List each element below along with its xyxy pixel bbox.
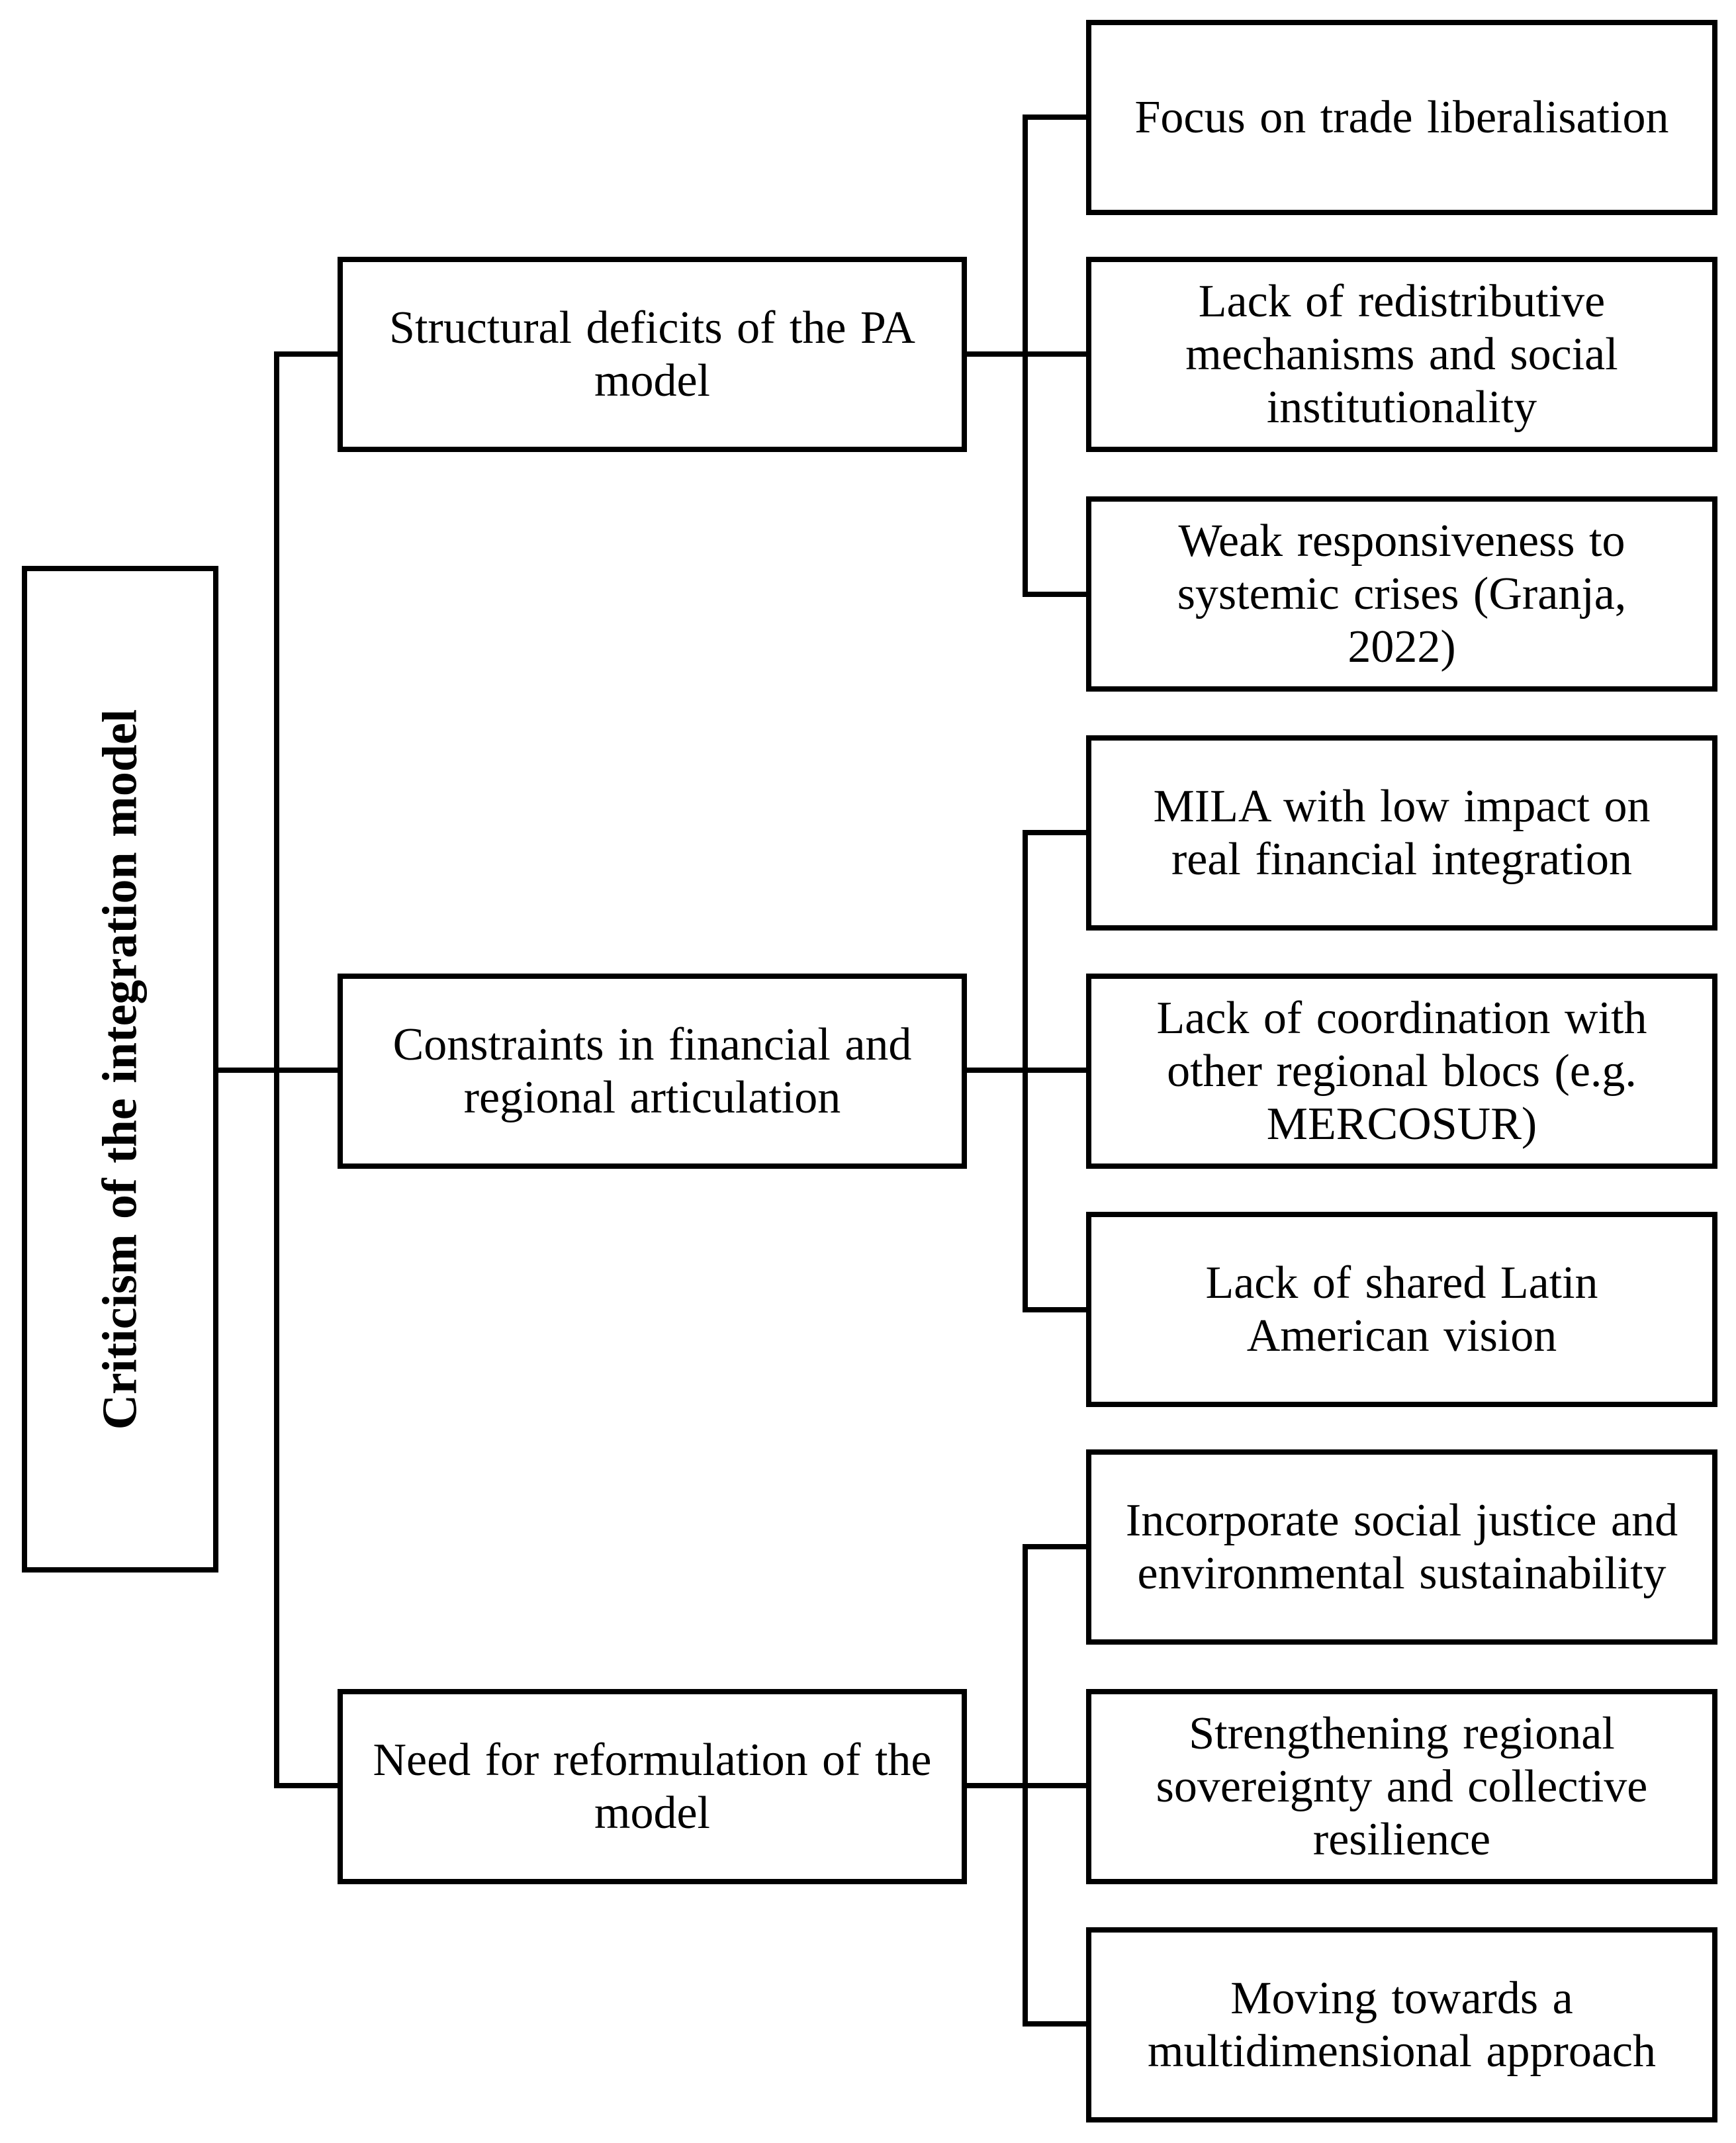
leaf-1-2-connector bbox=[1023, 351, 1089, 357]
leaf-node-redistributive-mechanisms: Lack of redistributive mechanisms and so… bbox=[1086, 257, 1717, 452]
leaf-node-social-justice: Incorporate social justice and environme… bbox=[1086, 1449, 1717, 1645]
leaf-3-3-connector bbox=[1023, 2021, 1089, 2027]
branch-label: Structural deficits of the PA model bbox=[389, 302, 915, 406]
leaf-label: Lack of redistributive mechanisms and so… bbox=[1185, 275, 1618, 433]
leaf-label: Focus on trade liberalisation bbox=[1134, 91, 1669, 143]
leaf-node-trade-liberalisation: Focus on trade liberalisation bbox=[1086, 20, 1717, 215]
leaf-3-1-connector bbox=[1023, 1544, 1089, 1549]
leaf-label: Strengthening regional sovereignty and c… bbox=[1156, 1708, 1648, 1865]
leaf-node-regional-sovereignty: Strengthening regional sovereignty and c… bbox=[1086, 1689, 1717, 1884]
branch-node-structural-deficits: Structural deficits of the PA model bbox=[338, 257, 967, 452]
branch-node-constraints: Constraints in financial and regional ar… bbox=[338, 974, 967, 1169]
root-label: Criticism of the integration model bbox=[93, 709, 148, 1430]
leaf-label: MILA with low impact on real financial i… bbox=[1153, 780, 1651, 885]
leaf-node-mila: MILA with low impact on real financial i… bbox=[1086, 735, 1717, 931]
branch-2-out bbox=[964, 1068, 1028, 1073]
leaf-2-1-connector bbox=[1023, 830, 1089, 835]
branch-1-out bbox=[964, 351, 1028, 357]
leaf-label: Lack of coordination with other regional… bbox=[1156, 992, 1647, 1150]
branch-3-connector bbox=[274, 1783, 340, 1788]
branch-label: Need for reformulation of the model bbox=[373, 1734, 932, 1839]
root-node: Criticism of the integration model bbox=[22, 566, 218, 1573]
leaf-label: Incorporate social justice and environme… bbox=[1125, 1494, 1678, 1599]
leaf-label: Moving towards a multidimensional approa… bbox=[1148, 1972, 1656, 2077]
leaf-3-2-connector bbox=[1023, 1783, 1089, 1788]
leaf-node-coordination: Lack of coordination with other regional… bbox=[1086, 974, 1717, 1169]
branch-label: Constraints in financial and regional ar… bbox=[392, 1019, 912, 1123]
branch-3-out bbox=[964, 1783, 1028, 1788]
leaf-label: Weak responsiveness to systemic crises (… bbox=[1177, 515, 1627, 672]
branch-node-reformulation: Need for reformulation of the model bbox=[338, 1689, 967, 1884]
leaf-2-3-connector bbox=[1023, 1307, 1089, 1312]
leaf-2-2-connector bbox=[1023, 1068, 1089, 1073]
leaf-node-multidimensional-approach: Moving towards a multidimensional approa… bbox=[1086, 1927, 1717, 2122]
leaf-1-1-connector bbox=[1023, 114, 1089, 120]
branch-2-connector bbox=[274, 1068, 340, 1073]
leaf-node-shared-vision: Lack of shared Latin American vision bbox=[1086, 1212, 1717, 1407]
leaf-node-systemic-crises: Weak responsiveness to systemic crises (… bbox=[1086, 496, 1717, 692]
leaf-1-3-connector bbox=[1023, 592, 1089, 597]
root-connector bbox=[216, 1068, 279, 1073]
leaf-label: Lack of shared Latin American vision bbox=[1205, 1257, 1598, 1361]
branch-1-connector bbox=[274, 351, 340, 357]
